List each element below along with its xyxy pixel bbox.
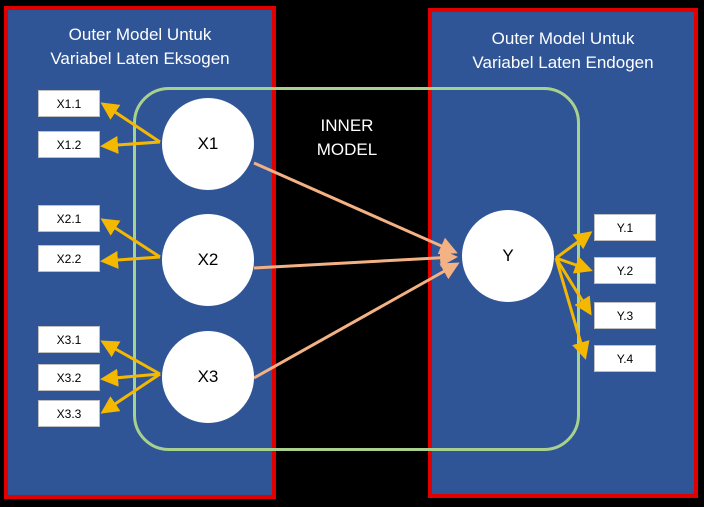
arrow-x3-to-x3-1 [100, 340, 161, 376]
indicator-x1-1: X1.1 [38, 90, 100, 117]
arrow-x2-to-x2-1 [100, 218, 161, 259]
inner-model-label: INNER MODEL [316, 116, 378, 159]
indicator-y-4: Y.4 [594, 345, 656, 372]
indicator-x3-2: X3.2 [38, 364, 100, 391]
indicator-y-2: Y.2 [594, 257, 656, 284]
latent-node-y: Y [462, 210, 554, 302]
indicator-x2-1: X2.1 [38, 205, 100, 232]
arrow-x2-to-y [253, 248, 458, 270]
arrow-x1-to-x1-2 [100, 135, 161, 154]
arrow-x3-to-x3-3 [100, 372, 161, 414]
latent-node-x1: X1 [162, 98, 254, 190]
latent-node-x2: X2 [162, 214, 254, 306]
arrow-y-to-y-2 [555, 256, 593, 274]
arrow-y-to-y-1 [555, 231, 593, 260]
indicator-x3-1: X3.1 [38, 326, 100, 353]
arrow-x1-to-x1-1 [100, 102, 161, 144]
arrow-x1-to-y [253, 161, 458, 255]
arrow-x3-to-x3-2 [100, 368, 161, 387]
latent-node-x3: X3 [162, 331, 254, 423]
arrow-y-to-y-4 [554, 257, 590, 360]
arrow-y-to-y-3 [554, 257, 592, 316]
indicator-y-1: Y.1 [594, 214, 656, 241]
arrow-x3-to-y [253, 262, 460, 380]
endogenous-panel-title: Outer Model Untuk Variabel Laten Endogen [472, 29, 654, 72]
arrow-x2-to-x2-2 [100, 250, 161, 269]
indicator-x2-2: X2.2 [38, 245, 100, 272]
indicator-x3-3: X3.3 [38, 400, 100, 427]
exogenous-panel-title: Outer Model Untuk Variabel Laten Eksogen [50, 25, 230, 68]
indicator-x1-2: X1.2 [38, 131, 100, 158]
indicator-y-3: Y.3 [594, 302, 656, 329]
